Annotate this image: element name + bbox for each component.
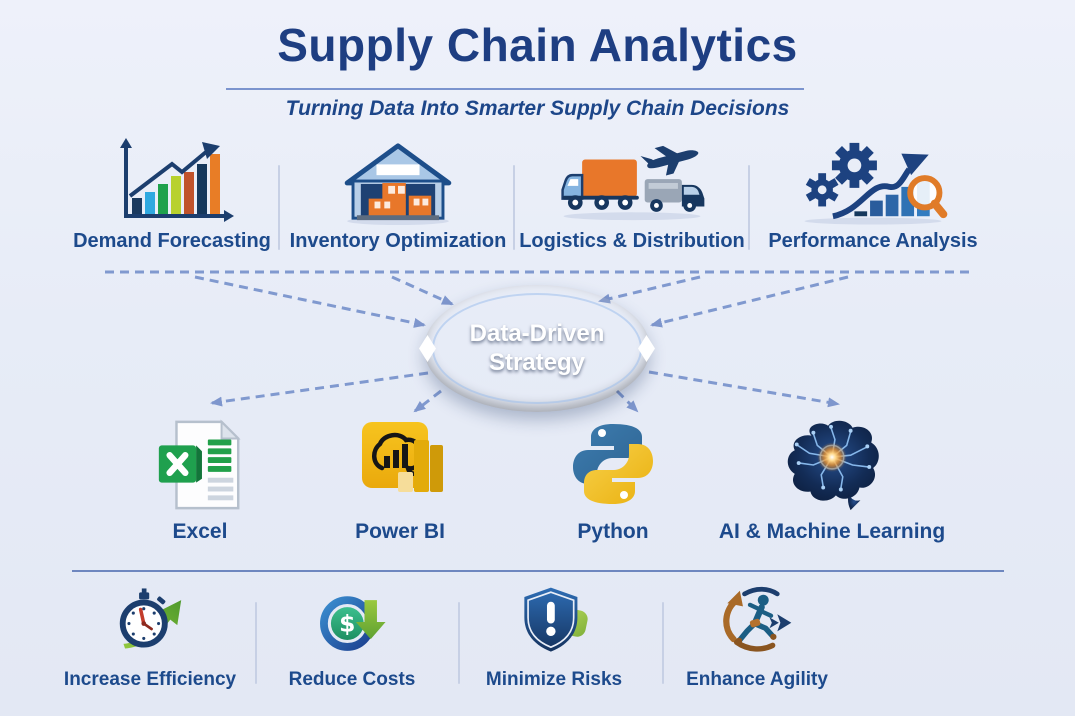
- driver-label: Inventory Optimization: [289, 230, 507, 252]
- driver-demand-forecasting: Demand Forecasting: [57, 138, 287, 253]
- arrow-demand-to-center: [194, 275, 426, 328]
- arrow-center-to-excel: [210, 371, 429, 407]
- driver-label: Performance Analysis: [768, 230, 978, 252]
- arrow-logistics-to-center: [598, 275, 701, 304]
- driver-separator: [513, 165, 515, 250]
- svg-text:$: $: [339, 609, 355, 637]
- benefit-separator: [255, 602, 257, 684]
- arrow-center-to-python: [615, 389, 639, 413]
- truck-plane-van-icon: [557, 138, 707, 226]
- data-driven-strategy-node: Data-Driven Strategy: [419, 285, 655, 412]
- tool-python: Python: [503, 412, 723, 544]
- driver-logistics-distribution: Logistics & Distribution: [517, 138, 747, 253]
- tool-excel: Excel: [90, 412, 310, 544]
- benefit-minimize-risks: Minimize Risks: [449, 583, 659, 691]
- page-subtitle: Turning Data Into Smarter Supply Chain D…: [285, 97, 790, 120]
- power-bi-icon: [350, 412, 450, 514]
- driver-separator: [748, 165, 750, 250]
- driver-performance-analysis: Performance Analysis: [758, 138, 988, 253]
- tool-label: Python: [577, 520, 649, 543]
- gears-chart-magnifier-icon: [798, 138, 948, 226]
- bar-chart-growth-icon: [110, 138, 235, 226]
- tool-label: Power BI: [355, 520, 445, 543]
- runner-cycle-arrows-icon: [718, 583, 796, 661]
- title-divider: [226, 88, 804, 90]
- benefit-label: Enhance Agility: [686, 669, 828, 690]
- arrow-performance-to-center: [650, 275, 849, 328]
- tool-power-bi: Power BI: [290, 412, 510, 544]
- benefit-label: Minimize Risks: [485, 669, 623, 690]
- page-title: Supply Chain Analytics: [277, 19, 798, 71]
- dollar-down-arrow-icon: $: [313, 583, 391, 661]
- benefit-separator: [662, 602, 664, 684]
- excel-document-icon: [151, 412, 249, 514]
- driver-label: Demand Forecasting: [73, 230, 271, 252]
- section-divider: [72, 570, 1004, 572]
- benefit-enhance-agility: Enhance Agility: [652, 583, 862, 691]
- benefit-separator: [458, 602, 460, 684]
- arrow-inventory-to-center: [391, 275, 454, 306]
- warehouse-boxes-icon: [339, 138, 457, 226]
- shield-exclamation-icon: [515, 583, 593, 661]
- tool-label: Excel: [172, 520, 228, 543]
- arrow-center-to-ai: [648, 370, 840, 408]
- stopwatch-up-arrow-icon: [111, 583, 189, 661]
- benefit-reduce-costs: $ Reduce Costs: [247, 583, 457, 691]
- arrow-center-to-powerbi: [413, 389, 442, 413]
- driver-separator: [278, 165, 280, 250]
- benefit-label: Increase Efficiency: [63, 669, 237, 690]
- benefit-increase-efficiency: Increase Efficiency: [45, 583, 255, 691]
- tool-label: AI & Machine Learning: [718, 520, 946, 543]
- diamond-right-icon: [638, 335, 655, 362]
- driver-label: Logistics & Distribution: [519, 230, 745, 252]
- benefit-label: Reduce Costs: [288, 669, 416, 690]
- ai-brain-circuit-icon: [778, 412, 886, 514]
- driver-inventory-optimization: Inventory Optimization: [283, 138, 513, 253]
- diamond-left-icon: [419, 335, 436, 362]
- center-node-text: Data-Driven Strategy: [469, 319, 605, 376]
- python-logo-icon: [563, 412, 663, 514]
- tool-ai-machine-learning: AI & Machine Learning: [712, 412, 952, 544]
